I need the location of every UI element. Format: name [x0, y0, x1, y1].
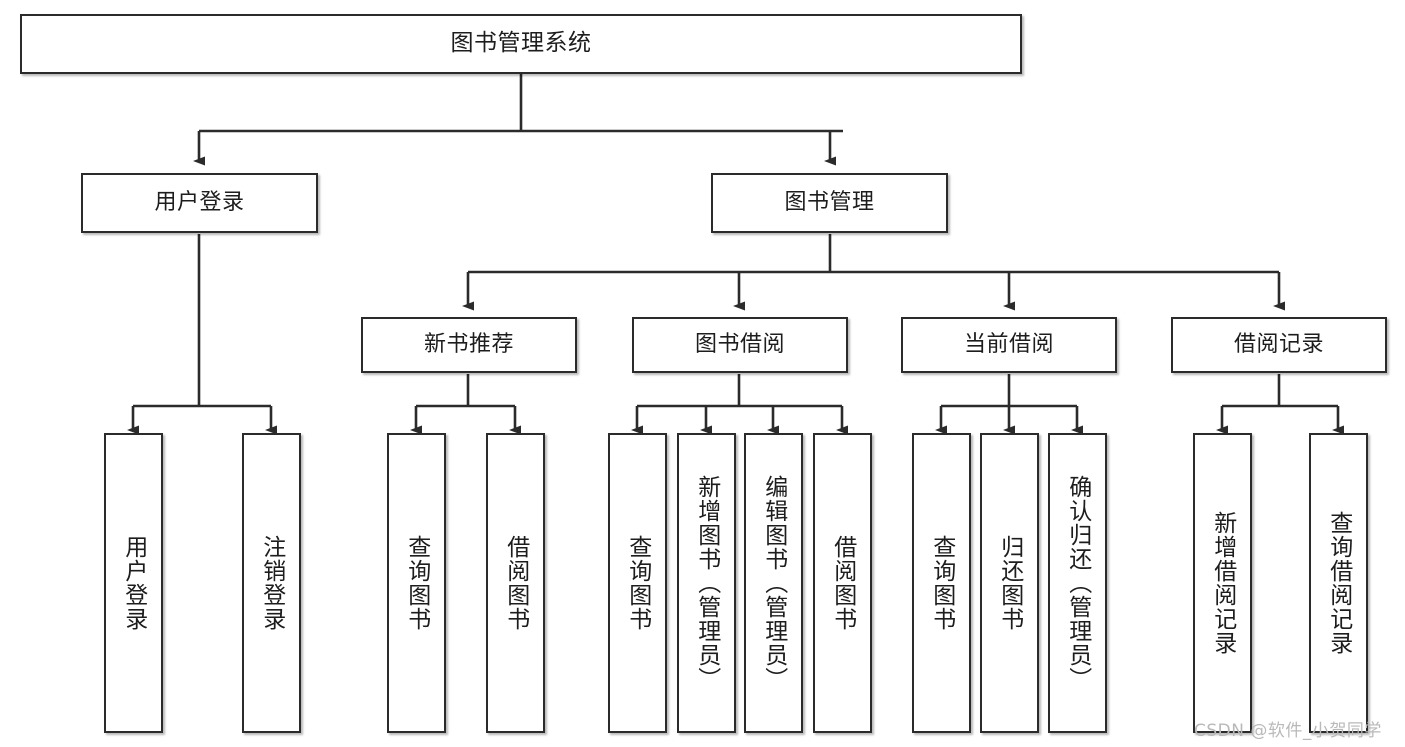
- leaf-label: 查询图书: [403, 535, 430, 631]
- leaf-current-borrow-2[interactable]: 确认归还（管理员）: [1048, 433, 1107, 733]
- leaf-current-borrow-1[interactable]: 归还图书: [980, 433, 1039, 733]
- leaf-borrow-record-0[interactable]: 新增借阅记录: [1193, 433, 1252, 733]
- leaf-new-book-recommend-0[interactable]: 查询图书: [387, 433, 446, 733]
- leaf-user-login-0[interactable]: 用户登录: [104, 433, 163, 733]
- leaf-book-borrow-0[interactable]: 查询图书: [608, 433, 667, 733]
- node-root[interactable]: 图书管理系统: [20, 14, 1022, 74]
- node-borrow-record-label: 借阅记录: [1233, 332, 1324, 358]
- leaf-label: 新增图书（管理员）: [693, 475, 720, 691]
- node-user-login-label: 用户登录: [154, 190, 245, 216]
- node-current-borrow-label: 当前借阅: [963, 332, 1054, 358]
- leaf-label: 新增借阅记录: [1209, 511, 1236, 655]
- leaf-label: 借阅图书: [502, 535, 529, 631]
- leaf-user-login-1[interactable]: 注销登录: [242, 433, 301, 733]
- node-book-borrow[interactable]: 图书借阅: [632, 317, 848, 373]
- node-current-borrow[interactable]: 当前借阅: [901, 317, 1117, 373]
- node-book-borrow-label: 图书借阅: [694, 332, 785, 358]
- node-book-manage-label: 图书管理: [784, 190, 875, 216]
- leaf-label: 借阅图书: [829, 535, 856, 631]
- leaf-book-borrow-2[interactable]: 编辑图书（管理员）: [744, 433, 803, 733]
- leaf-label: 用户登录: [120, 535, 147, 631]
- leaf-new-book-recommend-1[interactable]: 借阅图书: [486, 433, 545, 733]
- leaf-label: 编辑图书（管理员）: [760, 475, 787, 691]
- leaf-label: 确认归还（管理员）: [1064, 475, 1091, 691]
- node-new-book-recommend-label: 新书推荐: [423, 332, 514, 358]
- node-borrow-record[interactable]: 借阅记录: [1171, 317, 1387, 373]
- leaf-book-borrow-3[interactable]: 借阅图书: [813, 433, 872, 733]
- node-book-manage[interactable]: 图书管理: [711, 173, 948, 233]
- node-root-label: 图书管理系统: [450, 30, 592, 57]
- leaf-current-borrow-0[interactable]: 查询图书: [912, 433, 971, 733]
- node-new-book-recommend[interactable]: 新书推荐: [361, 317, 577, 373]
- node-user-login[interactable]: 用户登录: [81, 173, 318, 233]
- leaf-label: 查询图书: [928, 535, 955, 631]
- leaf-label: 查询借阅记录: [1325, 511, 1352, 655]
- leaf-label: 查询图书: [624, 535, 651, 631]
- leaf-borrow-record-1[interactable]: 查询借阅记录: [1309, 433, 1368, 733]
- leaf-book-borrow-1[interactable]: 新增图书（管理员）: [677, 433, 736, 733]
- leaf-label: 归还图书: [996, 535, 1023, 631]
- leaf-label: 注销登录: [258, 535, 285, 631]
